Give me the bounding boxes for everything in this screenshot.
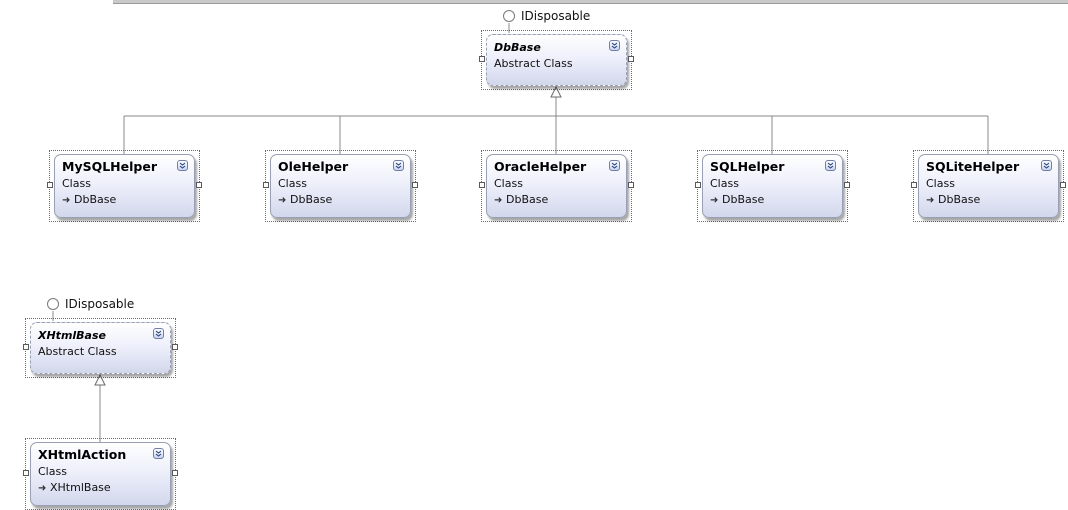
class-shape-mysqlhelper[interactable]: MySQLHelper Class ➜DbBase <box>47 150 202 222</box>
class-kind: Class <box>710 177 739 190</box>
class-shape-body: DbBase Abstract Class <box>486 34 627 86</box>
class-base: ➜XHtmlBase <box>38 481 111 494</box>
class-name: SQLHelper <box>710 159 785 174</box>
connection-handle[interactable] <box>479 56 485 62</box>
class-name: XHtmlAction <box>38 447 127 462</box>
horizontal-scrollbar[interactable] <box>113 0 1068 4</box>
connection-handle[interactable] <box>172 470 178 476</box>
class-shape-dbbase[interactable]: DbBase Abstract Class <box>479 30 634 90</box>
connection-handle[interactable] <box>172 344 178 350</box>
expand-toggle-button[interactable] <box>393 160 404 171</box>
arrow-right-icon: ➜ <box>62 195 71 206</box>
double-chevron-down-icon <box>395 162 402 169</box>
class-shape-body: SQLHelper Class ➜DbBase <box>702 154 843 218</box>
class-name: OracleHelper <box>494 159 587 174</box>
class-base: ➜DbBase <box>710 193 764 206</box>
class-shape-body: XHtmlAction Class ➜XHtmlBase <box>30 442 171 506</box>
class-kind: Abstract Class <box>494 57 573 70</box>
base-class-name: DbBase <box>938 193 981 206</box>
connection-handle[interactable] <box>628 182 634 188</box>
expand-toggle-button[interactable] <box>825 160 836 171</box>
class-name: OleHelper <box>278 159 349 174</box>
arrow-right-icon: ➜ <box>38 483 47 494</box>
connection-handle[interactable] <box>844 182 850 188</box>
class-kind: Abstract Class <box>38 345 117 358</box>
base-class-name: XHtmlBase <box>50 481 111 494</box>
class-shape-body: OracleHelper Class ➜DbBase <box>486 154 627 218</box>
connection-handle[interactable] <box>1060 182 1066 188</box>
double-chevron-down-icon <box>611 162 618 169</box>
connection-handle[interactable] <box>263 182 269 188</box>
interface-label: IDisposable <box>65 297 135 311</box>
class-shape-body: XHtmlBase Abstract Class <box>30 322 171 374</box>
class-name: SQLiteHelper <box>926 159 1020 174</box>
expand-toggle-button[interactable] <box>153 448 164 459</box>
class-kind: Class <box>38 465 67 478</box>
class-name: XHtmlBase <box>38 329 106 342</box>
connection-handle[interactable] <box>628 56 634 62</box>
class-shape-body: SQLiteHelper Class ➜DbBase <box>918 154 1059 218</box>
class-base: ➜DbBase <box>62 193 116 206</box>
arrow-right-icon: ➜ <box>278 195 287 206</box>
base-class-name: DbBase <box>74 193 117 206</box>
connection-handle[interactable] <box>479 182 485 188</box>
double-chevron-down-icon <box>155 450 162 457</box>
arrow-right-icon: ➜ <box>710 195 719 206</box>
interface-lollipop-icon <box>503 10 515 22</box>
inheritance-arrowhead-icon <box>94 373 106 386</box>
class-shape-body: MySQLHelper Class ➜DbBase <box>54 154 195 218</box>
base-class-name: DbBase <box>290 193 333 206</box>
class-name: DbBase <box>494 41 541 54</box>
class-kind: Class <box>278 177 307 190</box>
double-chevron-down-icon <box>179 162 186 169</box>
expand-toggle-button[interactable] <box>1041 160 1052 171</box>
connection-handle[interactable] <box>196 182 202 188</box>
class-kind: Class <box>62 177 91 190</box>
connection-handle[interactable] <box>412 182 418 188</box>
class-base: ➜DbBase <box>278 193 332 206</box>
class-shape-olehelper[interactable]: OleHelper Class ➜DbBase <box>263 150 418 222</box>
class-base: ➜DbBase <box>926 193 980 206</box>
class-kind: Class <box>926 177 955 190</box>
base-class-name: DbBase <box>506 193 549 206</box>
interface-label: IDisposable <box>521 9 591 23</box>
inheritance-arrowhead-icon <box>550 85 562 98</box>
double-chevron-down-icon <box>155 330 162 337</box>
class-kind: Class <box>494 177 523 190</box>
arrow-right-icon: ➜ <box>494 195 503 206</box>
expand-toggle-button[interactable] <box>609 40 620 51</box>
interface-lollipop-icon <box>47 298 59 310</box>
class-shape-xhtmlbase[interactable]: XHtmlBase Abstract Class <box>23 318 178 378</box>
connection-handle[interactable] <box>911 182 917 188</box>
expand-toggle-button[interactable] <box>609 160 620 171</box>
connection-handle[interactable] <box>47 182 53 188</box>
class-shape-oraclehelper[interactable]: OracleHelper Class ➜DbBase <box>479 150 634 222</box>
double-chevron-down-icon <box>611 42 618 49</box>
arrow-right-icon: ➜ <box>926 195 935 206</box>
class-shape-sqlitehelper[interactable]: SQLiteHelper Class ➜DbBase <box>911 150 1066 222</box>
connection-handle[interactable] <box>695 182 701 188</box>
connection-handle[interactable] <box>23 470 29 476</box>
class-shape-body: OleHelper Class ➜DbBase <box>270 154 411 218</box>
class-shape-sqlhelper[interactable]: SQLHelper Class ➜DbBase <box>695 150 850 222</box>
double-chevron-down-icon <box>1043 162 1050 169</box>
class-shape-xhtmlaction[interactable]: XHtmlAction Class ➜XHtmlBase <box>23 438 178 510</box>
base-class-name: DbBase <box>722 193 765 206</box>
connection-handle[interactable] <box>23 344 29 350</box>
class-base: ➜DbBase <box>494 193 548 206</box>
expand-toggle-button[interactable] <box>177 160 188 171</box>
double-chevron-down-icon <box>827 162 834 169</box>
class-name: MySQLHelper <box>62 159 157 174</box>
expand-toggle-button[interactable] <box>153 328 164 339</box>
